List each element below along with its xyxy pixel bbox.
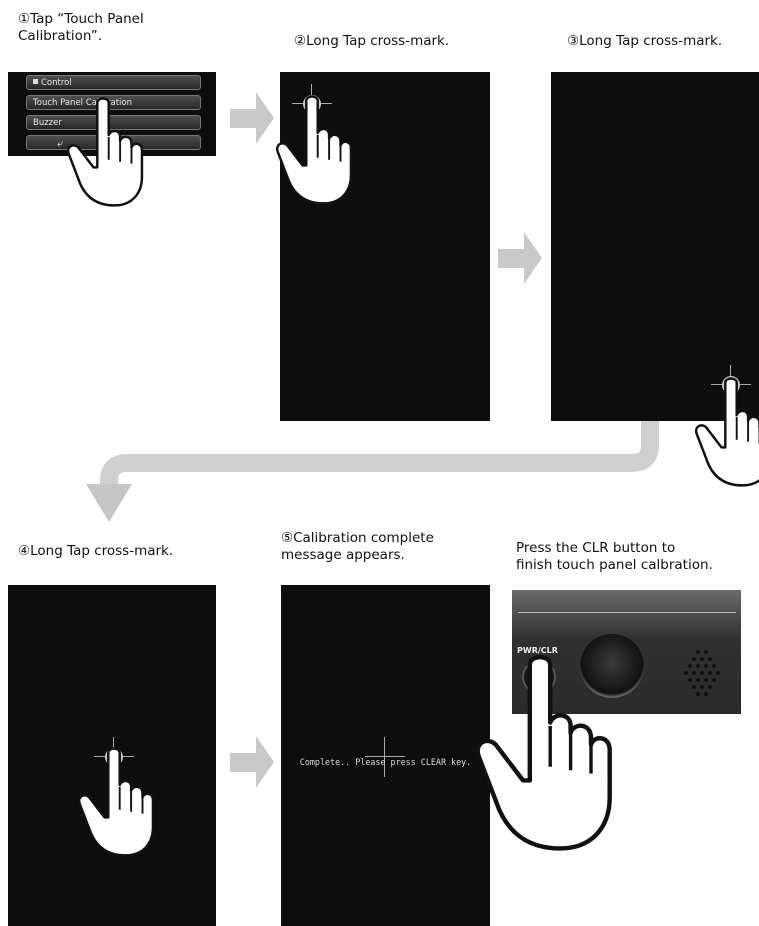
arrow-curved-icon: [109, 421, 650, 484]
hand-pointer-icon: [696, 379, 759, 486]
hand-pointer-icon: [79, 749, 153, 856]
arrow-head: [86, 484, 132, 522]
arrow-right-icon: [498, 232, 542, 284]
hand-pointer-icon: [277, 97, 351, 204]
arrow-right-icon: [230, 92, 274, 144]
hand-pointer-icon: [478, 657, 610, 848]
arrow-right-icon: [230, 736, 274, 788]
hand-pointer-icon: [68, 99, 142, 206]
